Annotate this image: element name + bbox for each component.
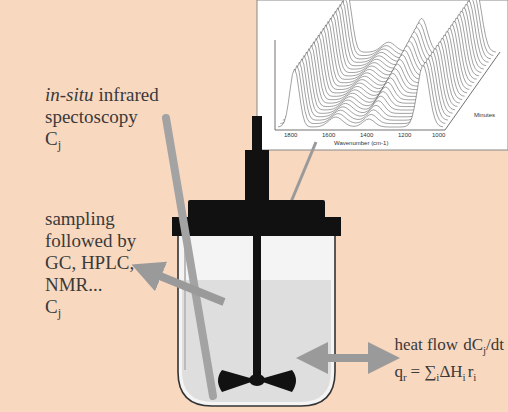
subscript: r [403,371,407,383]
stirrer-shaft [253,236,261,378]
tick-label: 1600 [322,132,335,138]
subscript: i [463,371,466,383]
tick-label: 1400 [360,132,373,138]
reactor-lid [188,200,325,219]
formula-text: ∑ [424,362,436,381]
stirrer-motor [245,150,269,202]
formula-text: C [45,296,58,317]
heat-flow-arrow [308,354,380,362]
reactor-lid [172,217,341,236]
subscript: i [436,371,439,383]
formula-text: r [468,362,474,381]
formula-text: dC [463,335,483,354]
spectrum-axis [445,52,500,130]
formula-text: = [411,362,421,381]
subscript: j [58,138,61,152]
subscript: j [58,306,61,320]
spectrum-inset [257,0,508,150]
spectrum-trace [278,66,443,127]
tick-label: 1000 [432,132,445,138]
axis-title: Minutes [474,112,495,118]
tick-label: 1200 [398,132,411,138]
subscript: i [473,371,476,383]
glass-highlight [184,240,186,370]
sampling-arrow [150,272,224,302]
stirrer-shaft [252,116,262,152]
sampling-text: sampling followed by GC, HPLC, NMR...Cj [45,208,145,320]
ir-probe [166,118,213,396]
sampling-label: sampling followed by GC, HPLC, NMR... [45,208,136,295]
formula-text: ΔH [439,362,462,381]
tick-label: 1800 [284,132,297,138]
heat-flow-label: heat flow [394,335,458,354]
formula-text: C [45,128,58,149]
axis-title: Wavenumber (cm-1) [334,140,388,146]
subscript: j [483,344,486,356]
spectrum-axis [275,130,445,131]
formula-text: q [394,362,403,381]
ir-text: in-situinfrared spectoscopyCj [45,84,173,152]
heat-flow-text: heat flowdCj/dtqr=∑iΔHiri [394,332,504,386]
probe-label: in-situ [45,84,94,105]
spectrum-waterfall [278,0,496,127]
formula-text: /dt [486,335,504,354]
impeller-hub [249,374,265,386]
spectrum-axis [275,40,276,130]
